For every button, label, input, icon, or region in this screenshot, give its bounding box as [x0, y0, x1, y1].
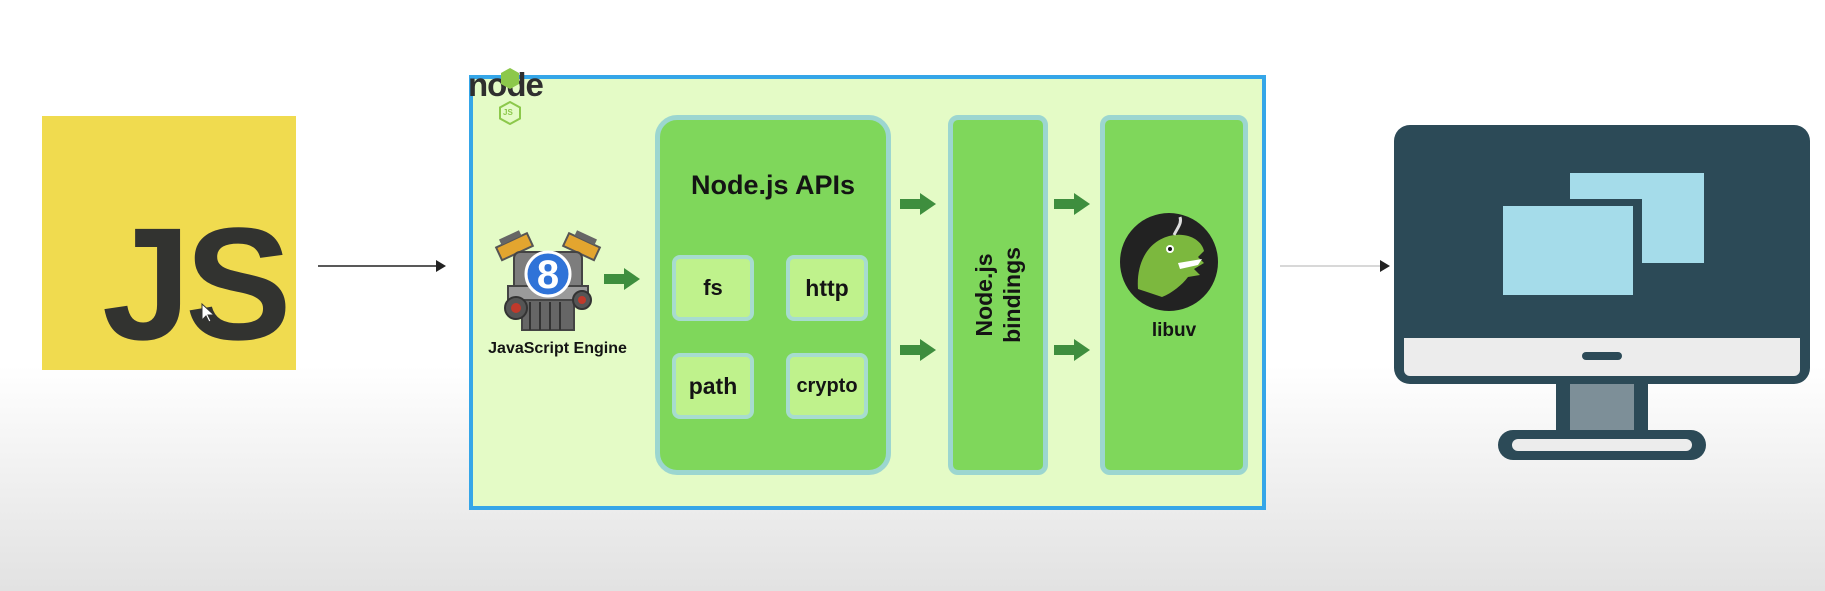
javascript-engine-label: JavaScript Engine [488, 340, 627, 357]
nodejs-logo-sub: JS [503, 108, 513, 117]
monitor-indicator [1582, 352, 1622, 360]
nodejs-apis-title: Node.js APIs [690, 170, 856, 200]
arrow-apis-to-bindings-top [900, 193, 936, 215]
bindings-label-line2: bindings [999, 247, 1025, 343]
bindings-label-line1: Node.js [971, 253, 997, 337]
js-hexagon-icon [499, 101, 521, 125]
v8-engine-icon: 8 [494, 230, 602, 331]
nodejs-bindings-label: Node.js bindings [970, 247, 1026, 343]
libuv-dinosaur-logo-icon [1120, 213, 1218, 311]
arrow-node-to-computer [1280, 260, 1390, 272]
arrow-js-to-node [318, 260, 446, 272]
arrow-apis-to-bindings-bottom [900, 339, 936, 361]
javascript-logo: JS [42, 116, 296, 370]
arrow-bindings-to-libuv-top [1054, 193, 1090, 215]
mouse-cursor-icon [201, 302, 216, 323]
arrow-bindings-to-libuv-bottom [1054, 339, 1090, 361]
monitor-neck-inner [1570, 384, 1634, 430]
node-hexagon-icon [501, 68, 519, 89]
nodejs-logo: node JS [466, 66, 566, 126]
v8-badge: 8 [537, 253, 559, 297]
screen-window-front [1503, 206, 1633, 295]
api-module-crypto: crypto [786, 353, 868, 419]
api-module-path: path [672, 353, 754, 419]
libuv-label: libuv [1151, 320, 1197, 341]
nodejs-bindings-panel [948, 115, 1048, 475]
api-module-http: http [786, 255, 868, 321]
monitor-base-inner [1512, 439, 1692, 451]
javascript-logo-text: JS [102, 194, 292, 373]
arrow-engine-to-apis [604, 268, 640, 290]
api-module-fs: fs [672, 255, 754, 321]
